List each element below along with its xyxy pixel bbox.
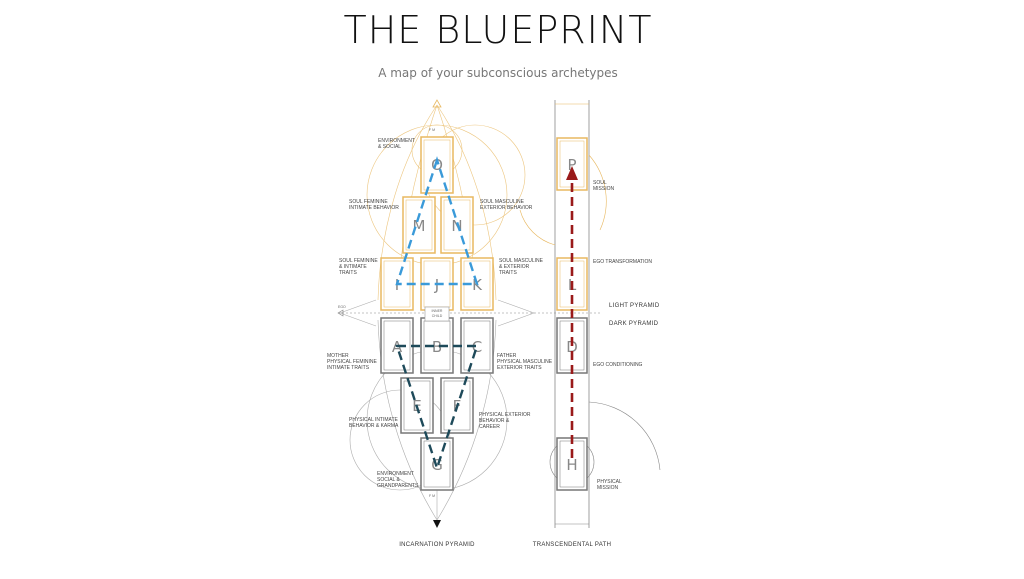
svg-text:PHYSICAL INTIMATE: PHYSICAL INTIMATE [349, 417, 399, 423]
letter-b: B [432, 338, 442, 356]
ego-mark: EGO [338, 305, 346, 309]
svg-text:FATHER: FATHER [497, 353, 517, 359]
svg-text:& EXTERIOR: & EXTERIOR [499, 264, 530, 270]
light-pyramid-label: LIGHT PYRAMID [609, 303, 660, 309]
svg-text:INTIMATE BEHAVIOR: INTIMATE BEHAVIOR [349, 205, 399, 211]
svg-text:SOUL: SOUL [593, 180, 607, 186]
transcendental-path: P L D H SOUL MISSION EGO TRANSFORMATION … [519, 100, 661, 548]
svg-text:TRAITS: TRAITS [339, 270, 357, 276]
red-arrow-head [566, 166, 578, 180]
page-subtitle: A map of your subconscious archetypes [378, 66, 618, 80]
incarnation-caption: INCARNATION PYRAMID [399, 542, 475, 548]
ego-transformation-label: EGO TRANSFORMATION [593, 259, 652, 265]
svg-text:CAREER: CAREER [479, 424, 500, 430]
incarnation-pyramid: F M F M EGO [327, 99, 600, 548]
svg-text:MISSION: MISSION [597, 485, 619, 491]
svg-text:INNER: INNER [432, 309, 443, 313]
svg-text:SOUL MASCULINE: SOUL MASCULINE [480, 199, 525, 205]
svg-text:SOCIAL &: SOCIAL & [377, 477, 401, 483]
svg-text:PHYSICAL FEMININE: PHYSICAL FEMININE [327, 359, 377, 365]
box-p [556, 137, 588, 191]
svg-text:PHYSICAL: PHYSICAL [597, 479, 622, 485]
dark-pyramid-label: DARK PYRAMID [609, 321, 659, 327]
letter-p: P [567, 156, 576, 174]
svg-text:& SOCIAL: & SOCIAL [378, 144, 401, 150]
lower-boxes [380, 317, 494, 491]
ego-conditioning-label: EGO CONDITIONING [593, 362, 643, 368]
svg-text:INTIMATE TRAITS: INTIMATE TRAITS [327, 365, 370, 371]
svg-text:GRANDPARENTS: GRANDPARENTS [377, 483, 419, 489]
left-labels: ENVIRONMENT & SOCIAL SOUL FEMININE INTIM… [327, 138, 553, 489]
light-blue-triangle [395, 156, 479, 286]
letter-n: N [451, 217, 462, 235]
svg-text:SOUL FEMININE: SOUL FEMININE [349, 199, 388, 205]
svg-text:BEHAVIOR & KARMA: BEHAVIOR & KARMA [349, 423, 399, 429]
svg-text:MOTHER: MOTHER [327, 353, 349, 359]
inner-child-box [424, 306, 450, 322]
top-fm-mark: F M [429, 128, 435, 132]
inner-child-label: CHILD [432, 314, 443, 318]
bottom-fm-mark: F M [429, 494, 435, 498]
svg-text:TRAITS: TRAITS [499, 270, 517, 276]
svg-text:PHYSICAL EXTERIOR: PHYSICAL EXTERIOR [479, 412, 531, 418]
letter-d: D [566, 338, 578, 356]
svg-text:MISSION: MISSION [593, 186, 615, 192]
svg-text:SOUL FEMININE: SOUL FEMININE [339, 258, 378, 264]
svg-text:PHYSICAL MASCULINE: PHYSICAL MASCULINE [497, 359, 553, 365]
svg-text:ENVIRONMENT: ENVIRONMENT [378, 138, 415, 144]
box-o [420, 136, 454, 194]
svg-text:ENVIRONMENT: ENVIRONMENT [377, 471, 414, 477]
letter-m: M [413, 217, 426, 235]
svg-text:BEHAVIOR &: BEHAVIOR & [479, 418, 510, 424]
svg-text:& INTIMATE: & INTIMATE [339, 264, 367, 270]
svg-text:SOUL MASCULINE: SOUL MASCULINE [499, 258, 544, 264]
letter-c: C [472, 338, 482, 356]
box-m [402, 196, 436, 254]
page-title: THE BLUEPRINT [343, 8, 653, 52]
dark-teal-triangle [395, 344, 479, 472]
svg-text:EXTERIOR BEHAVIOR: EXTERIOR BEHAVIOR [480, 205, 533, 211]
box-g [420, 437, 454, 491]
letter-o: O [431, 156, 443, 174]
transcendental-caption: TRANSCENDENTAL PATH [533, 542, 612, 548]
svg-text:EXTERIOR TRAITS: EXTERIOR TRAITS [497, 365, 542, 371]
letter-h: H [566, 456, 577, 474]
